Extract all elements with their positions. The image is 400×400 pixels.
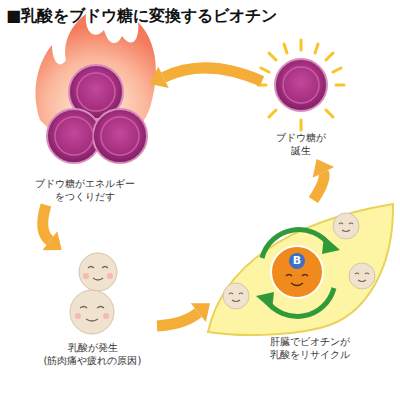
sun-rays bbox=[258, 40, 344, 130]
arrowhead bbox=[313, 159, 334, 178]
flow-arrow bbox=[150, 67, 262, 89]
flame bbox=[36, 14, 156, 132]
arrowhead bbox=[150, 67, 169, 89]
face-lines bbox=[286, 275, 308, 286]
lactic-acid-group: 乳酸が発生 (筋肉痛や疲れの原因) bbox=[30, 250, 157, 388]
glucose-circle bbox=[275, 59, 327, 111]
arrowhead bbox=[191, 303, 210, 322]
node-label: 肝臓でビオチンが 乳酸をリサイクル bbox=[250, 336, 370, 361]
flow-arrow bbox=[43, 205, 62, 250]
flow-arrow bbox=[313, 159, 334, 200]
arrow-shaft bbox=[43, 205, 50, 241]
lactic-face bbox=[70, 290, 114, 334]
liver-shape bbox=[208, 204, 393, 335]
biotin-circle: B bbox=[270, 245, 324, 299]
glucose-ring bbox=[55, 73, 139, 155]
glucose-birth-group: ブドウ糖が 誕生 bbox=[262, 48, 340, 159]
arrow-shaft bbox=[157, 313, 198, 326]
node-label: 乳酸が発生 (筋肉痛や疲れの原因) bbox=[30, 342, 155, 367]
cycle-arrowhead bbox=[256, 236, 340, 310]
node-label: ブドウ糖が 誕生 bbox=[266, 132, 336, 157]
title: ■乳酸をブドウ糖に変換するビオチン bbox=[6, 6, 277, 27]
lactic-face-small bbox=[223, 213, 375, 309]
arrow-shaft bbox=[163, 68, 262, 81]
liver-group: 肝臓でビオチンが 乳酸をリサイクル B bbox=[210, 200, 398, 372]
flow-arrow bbox=[157, 303, 210, 326]
glucose-ring bbox=[283, 67, 319, 103]
lactic-face bbox=[79, 253, 117, 291]
glucose-energy-group: ブドウ糖がエネルギー をつくりだす bbox=[20, 32, 150, 205]
biotin-label: B bbox=[289, 253, 305, 269]
glucose-trio bbox=[47, 65, 147, 163]
cycle-arrow bbox=[262, 230, 334, 317]
arrowhead bbox=[43, 231, 62, 250]
node-label: ブドウ糖がエネルギー をつくりだす bbox=[25, 178, 145, 203]
